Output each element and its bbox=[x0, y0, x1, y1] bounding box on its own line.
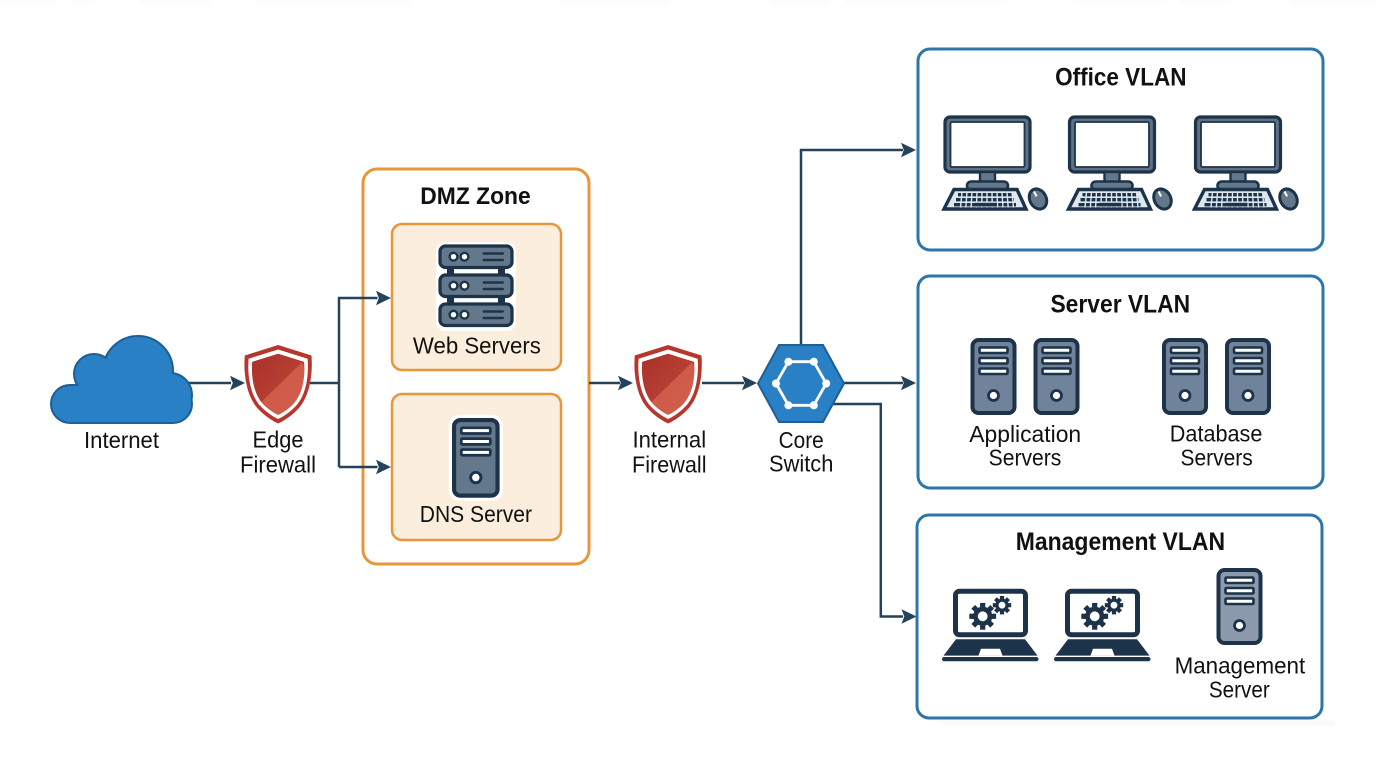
svg-text:Servers: Servers bbox=[1181, 444, 1253, 470]
svg-text:Database: Database bbox=[1170, 420, 1263, 446]
svg-text:Edge: Edge bbox=[253, 427, 304, 453]
svg-text:Web Servers: Web Servers bbox=[413, 333, 541, 359]
svg-text:Switch: Switch bbox=[769, 451, 833, 477]
svg-text:Server: Server bbox=[1209, 676, 1270, 702]
svg-text:Management VLAN: Management VLAN bbox=[1016, 528, 1225, 556]
svg-text:Internal: Internal bbox=[632, 427, 706, 453]
svg-text:Server VLAN: Server VLAN bbox=[1050, 291, 1190, 319]
svg-text:DMZ Zone: DMZ Zone bbox=[420, 183, 530, 210]
svg-text:Firewall: Firewall bbox=[240, 452, 316, 478]
svg-text:Core: Core bbox=[779, 427, 824, 453]
svg-text:DNS Server: DNS Server bbox=[420, 501, 532, 527]
svg-text:Application: Application bbox=[969, 421, 1081, 447]
svg-text:Servers: Servers bbox=[989, 445, 1062, 471]
svg-text:Office VLAN: Office VLAN bbox=[1055, 63, 1186, 91]
svg-text:Management: Management bbox=[1175, 653, 1306, 679]
svg-text:Internet: Internet bbox=[84, 427, 159, 453]
svg-text:Firewall: Firewall bbox=[632, 452, 707, 478]
